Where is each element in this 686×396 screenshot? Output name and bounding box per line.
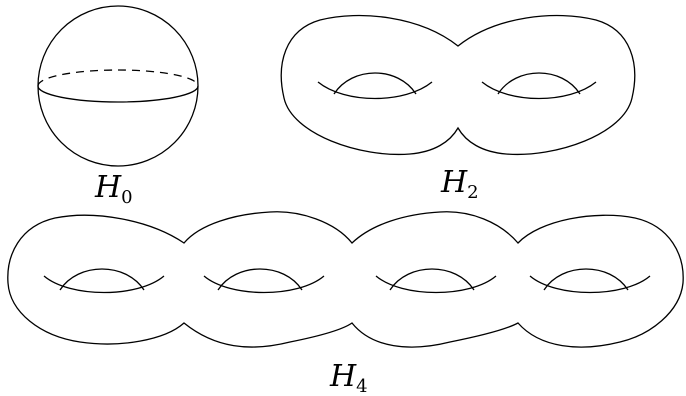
label-h0-base: H [94,170,122,205]
label-h4: H4 [329,359,368,396]
genus-four-hole-1-lower [44,276,164,293]
genus-two-hole-right-upper [498,73,580,94]
label-h4-base: H [329,359,357,394]
genus-two-outline [281,16,634,155]
sphere-outline [38,6,198,166]
genus-four-hole-3-upper [390,269,474,290]
label-h2: H2 [440,165,479,203]
genus-two-surface [281,16,634,155]
sphere-equator-back [38,70,198,86]
label-h2-subscript: 2 [467,182,478,203]
label-h4-subscript: 4 [356,376,367,396]
genus-two-hole-right-lower [482,82,596,99]
genus-two-hole-left-lower [318,82,432,99]
label-h2-base: H [440,165,468,200]
genus-four-hole-4-upper [544,269,628,290]
sphere-equator-front [38,86,198,102]
genus-four-outline [8,212,683,347]
genus-four-surface [8,212,683,347]
genus-four-hole-1-upper [60,269,144,290]
genus-four-hole-2-upper [218,269,302,290]
genus-two-hole-left-upper [334,73,416,94]
label-h0: H0 [94,170,133,208]
label-h0-subscript: 0 [121,187,132,208]
sphere-surface [38,6,198,166]
